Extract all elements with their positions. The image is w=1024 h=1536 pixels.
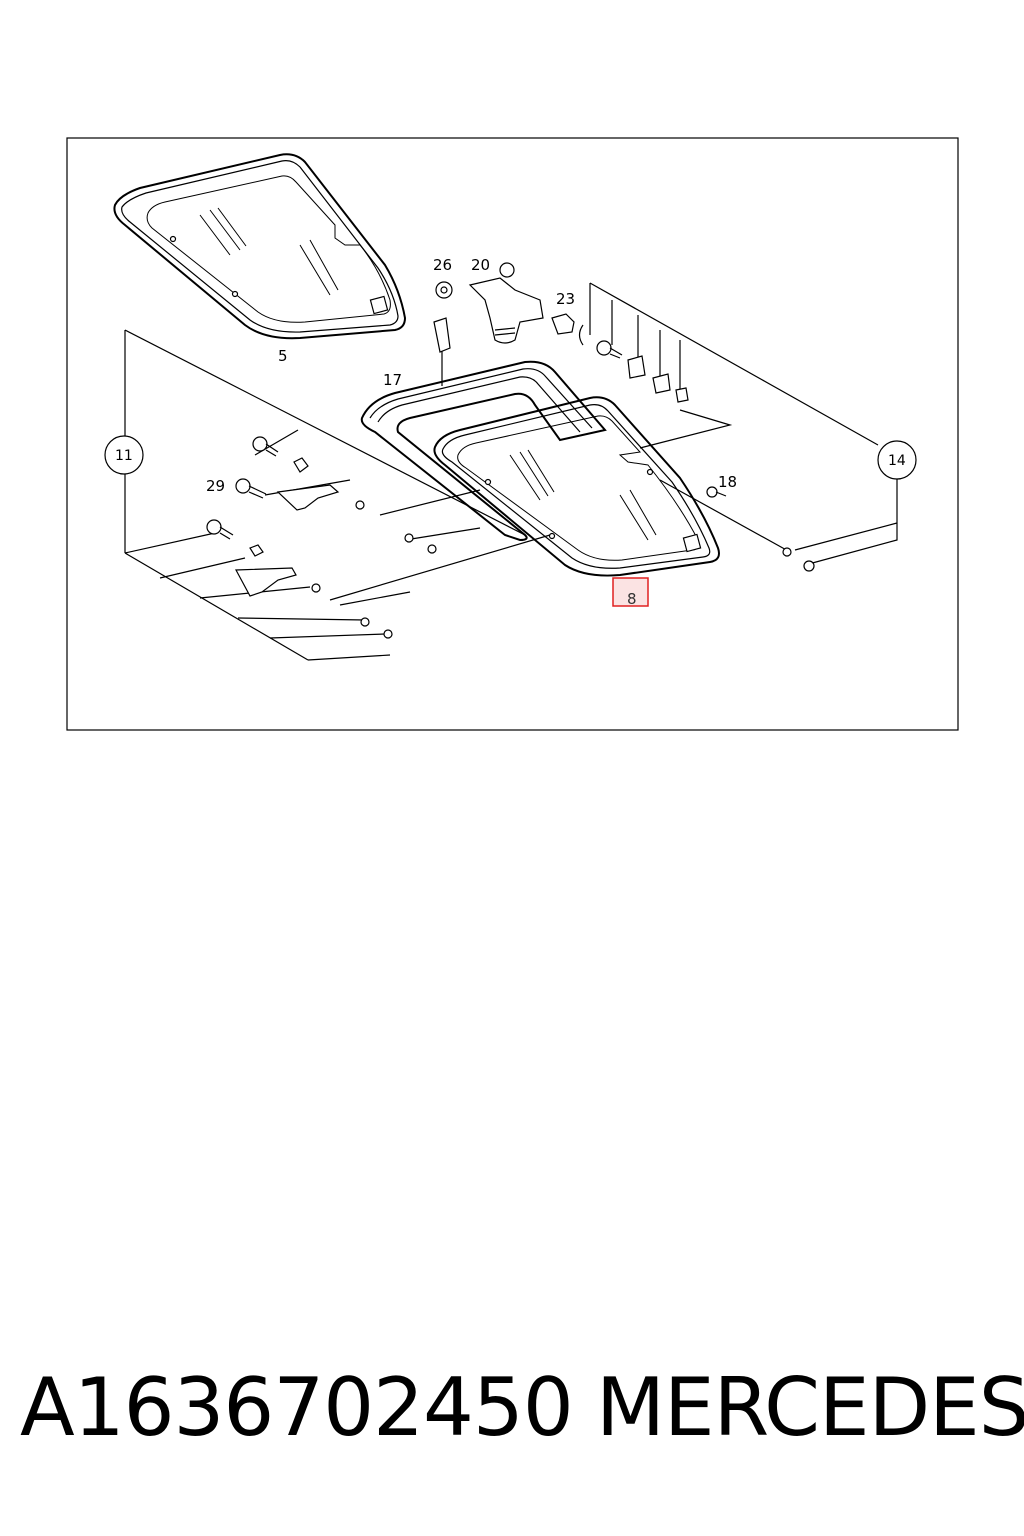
callout-11[interactable]: 11 [115, 448, 133, 464]
bolt-icon [252, 436, 279, 457]
callout-23[interactable]: 23 [556, 290, 575, 308]
bracket-icon [276, 484, 340, 511]
rivet-icon [803, 560, 815, 572]
lock-actuator-part-20[interactable] [468, 262, 544, 344]
bolt-icon [596, 340, 623, 359]
screw-part-18[interactable] [706, 486, 727, 498]
brand-name: MERCEDES [596, 1361, 1024, 1454]
callout-circle-14 [877, 440, 917, 480]
washer-icon [360, 617, 370, 627]
clip-icon [293, 457, 309, 473]
right-hardware-group-14 [589, 282, 898, 566]
connector-part-23[interactable] [551, 313, 575, 335]
diagram-frame [66, 137, 959, 731]
parts-diagram: 5 17 8 11 [0, 0, 1024, 760]
callout-18[interactable]: 18 [718, 473, 737, 491]
window-seal-part-17[interactable] [360, 360, 607, 542]
callout-20[interactable]: 20 [471, 256, 490, 274]
callout-5[interactable]: 5 [278, 347, 288, 365]
washer-icon [404, 533, 414, 543]
clip-icon [249, 544, 264, 557]
nut-part-26[interactable] [435, 281, 453, 299]
bolt-icon [206, 519, 234, 540]
rivet-icon [383, 629, 393, 639]
left-hardware-group-11 [124, 329, 551, 661]
caption-bar: A1636702450 MERCEDES [0, 1360, 1024, 1480]
callout-14[interactable]: 14 [888, 453, 906, 469]
rivet-icon [427, 544, 437, 554]
part-number: A1636702450 [20, 1361, 574, 1454]
washer-icon [782, 547, 792, 557]
clip-icon [627, 355, 646, 379]
clip-icon [652, 373, 671, 394]
washer-icon [355, 500, 365, 510]
callout-8[interactable]: 8 [627, 590, 637, 608]
window-glass-part-5[interactable] [113, 153, 407, 340]
bracket-icon [235, 567, 297, 597]
clip-icon [578, 324, 584, 346]
callout-circle-11 [104, 435, 144, 475]
window-glass-part-8[interactable] [433, 396, 720, 577]
callout-29[interactable]: 29 [206, 477, 225, 495]
callout-8-highlight [612, 577, 649, 607]
clip-part-17a [433, 317, 451, 353]
bolt-part-29[interactable] [235, 478, 267, 499]
callout-26[interactable]: 26 [433, 256, 452, 274]
callout-17[interactable]: 17 [383, 371, 402, 389]
washer-icon [311, 583, 321, 593]
clip-icon [675, 387, 689, 403]
